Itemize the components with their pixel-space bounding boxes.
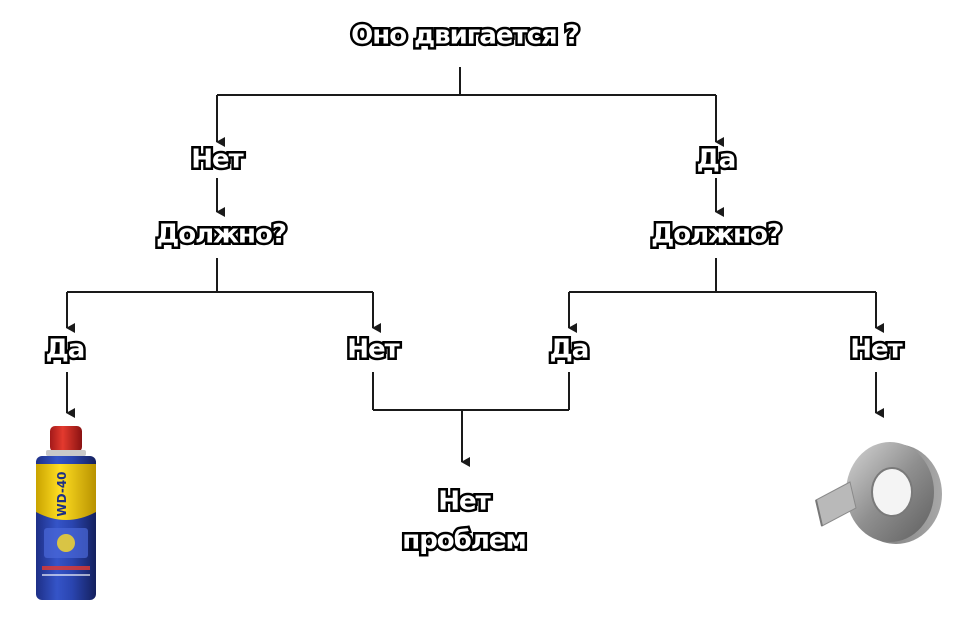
- left-question-should: Должно?: [154, 218, 290, 251]
- wd40-spray-can-icon: WD-40: [36, 426, 96, 600]
- right-right-answer-no: Нет: [848, 333, 906, 366]
- result-no-problem-line2: проблем: [400, 524, 530, 557]
- right-left-answer-yes: Да: [547, 333, 592, 366]
- result-no-problem-line1: Нет: [436, 485, 494, 518]
- left-left-answer-yes: Да: [43, 333, 88, 366]
- right-answer-yes: Да: [694, 143, 739, 176]
- root-question: Оно двигается ?: [349, 19, 583, 52]
- left-right-answer-no: Нет: [345, 333, 403, 366]
- svg-text:WD-40: WD-40: [55, 471, 69, 516]
- duct-tape-roll-icon: [815, 442, 942, 544]
- left-answer-no: Нет: [189, 143, 247, 176]
- right-question-should: Должно?: [649, 218, 785, 251]
